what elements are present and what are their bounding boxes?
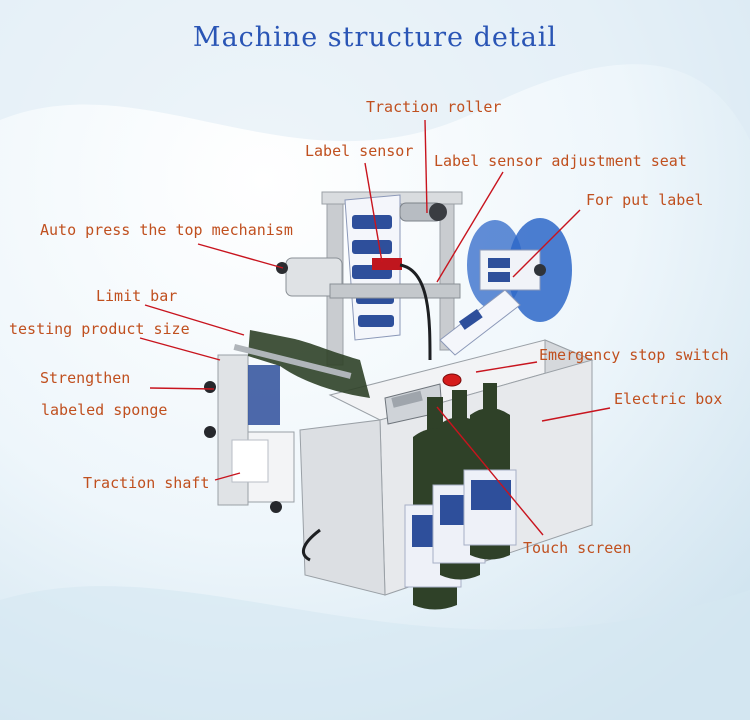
bottom-cable (301, 528, 321, 562)
label-for-put-label: For put label (586, 191, 704, 209)
press-cylinder (285, 257, 343, 297)
label-web-lower (439, 289, 521, 356)
adjust-knobs (204, 381, 282, 513)
label-label-sensor-adjustment-seat: Label sensor adjustment seat (434, 152, 687, 170)
page-title: Machine structure detail (192, 22, 558, 53)
label-reel-hub (534, 264, 546, 276)
frame-post-right (439, 199, 455, 351)
label-traction-shaft: Traction shaft (83, 474, 210, 492)
label-auto-press: Auto press the top mechanism (40, 221, 293, 239)
label-testing-product-size: testing product size (9, 320, 190, 338)
press-arm (329, 283, 461, 299)
sensor-block (372, 258, 402, 270)
label-traction-roller: Traction roller (366, 98, 502, 116)
label-sponge-roller (248, 365, 280, 425)
bottom-label-web (231, 439, 269, 483)
label-emergency-stop-switch: Emergency stop switch (539, 346, 729, 364)
limit-bar (233, 343, 352, 379)
label-strengthen: Strengthen (40, 369, 131, 387)
label-label-sensor: Label sensor (305, 142, 414, 160)
label-electric-box: Electric box (614, 390, 723, 408)
label-reel-roll (479, 249, 541, 291)
label-touch-screen: Touch screen (523, 539, 632, 557)
press-knob (276, 262, 288, 274)
traction-roller-knob (429, 203, 447, 221)
emergency-stop-button (442, 373, 462, 387)
sensor-cable (399, 263, 432, 361)
label-labeled-sponge: labeled sponge (41, 401, 168, 419)
label-limit-bar: Limit bar (96, 287, 178, 305)
base-slope (299, 419, 386, 596)
